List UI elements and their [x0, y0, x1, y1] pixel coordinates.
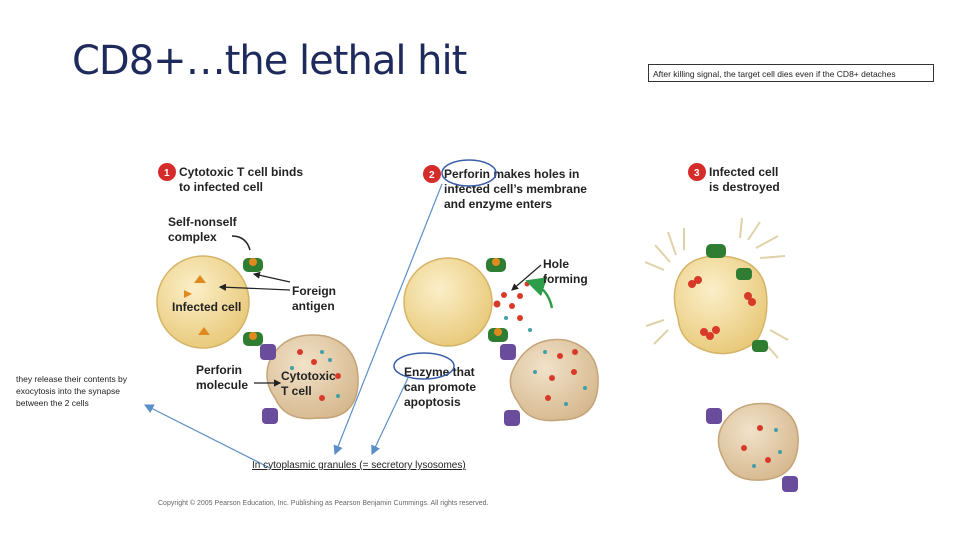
mhc-receptor-icon	[488, 328, 508, 342]
cytotoxic-label-2: T cell	[281, 384, 312, 398]
step-1-line1: Cytotoxic T cell binds	[179, 165, 303, 179]
mhc-receptor-icon	[486, 258, 506, 272]
step-2-line3: and enzyme enters	[444, 197, 552, 211]
step-3-line1: Infected cell	[709, 165, 778, 179]
foreign-antigen-label-2: antigen	[292, 299, 335, 313]
hole-label-1: Hole	[543, 257, 569, 271]
self-nonself-bracket	[232, 236, 250, 250]
step-2-number: 2	[429, 170, 435, 181]
step-2-line2: infected cell’s membrane	[444, 182, 587, 196]
exocytosis-note: they release their contents by exocytosi…	[16, 373, 151, 409]
tcr-receptor-icon	[500, 344, 516, 360]
mhc-receptor-icon	[736, 268, 752, 280]
enzyme-label-3: apoptosis	[404, 395, 461, 409]
mhc-receptor-icon	[752, 340, 768, 352]
t-cell-3	[718, 403, 798, 480]
perforin-label-1: Perforin	[196, 363, 242, 377]
step-3-number: 3	[694, 168, 700, 179]
step-3-line2: is destroyed	[709, 180, 780, 194]
perforin-label-2: molecule	[196, 378, 248, 392]
tcr-receptor-icon	[262, 408, 278, 424]
step-2: 2 Perforin makes holes in infected cell’…	[394, 160, 598, 426]
infected-cell-2	[404, 258, 492, 346]
step-1-number: 1	[164, 168, 170, 179]
cytotoxic-label-1: Cytotoxic	[281, 369, 336, 383]
tcr-receptor-icon	[782, 476, 798, 492]
granule-note: In cytoplasmic granules (= secretory lys…	[252, 460, 466, 471]
step-1: 1 Cytotoxic T cell binds to infected cel…	[157, 163, 358, 424]
tcr-receptor-icon	[706, 408, 722, 424]
self-nonself-label-1: Self-nonself	[168, 215, 238, 229]
self-nonself-label-2: complex	[168, 230, 217, 244]
step-1-line2: to infected cell	[179, 180, 263, 194]
tcr-receptor-icon	[504, 410, 520, 426]
mhc-receptor-icon	[706, 244, 726, 258]
copyright: Copyright © 2005 Pearson Education, Inc.…	[158, 500, 488, 507]
foreign-antigen-label-1: Foreign	[292, 284, 336, 298]
mhc-receptor-icon	[243, 258, 263, 272]
step-3: 3 Infected cell is destroyed	[645, 163, 798, 492]
infected-cell-label: Infected cell	[172, 300, 241, 314]
step-2-line1: Perforin makes holes in	[444, 167, 579, 181]
t-cell-2	[510, 340, 598, 421]
tcr-receptor-icon	[260, 344, 276, 360]
enzyme-label-2: can promote	[404, 380, 476, 394]
mhc-receptor-icon	[243, 332, 263, 346]
hole-label-2: forming	[543, 272, 588, 286]
